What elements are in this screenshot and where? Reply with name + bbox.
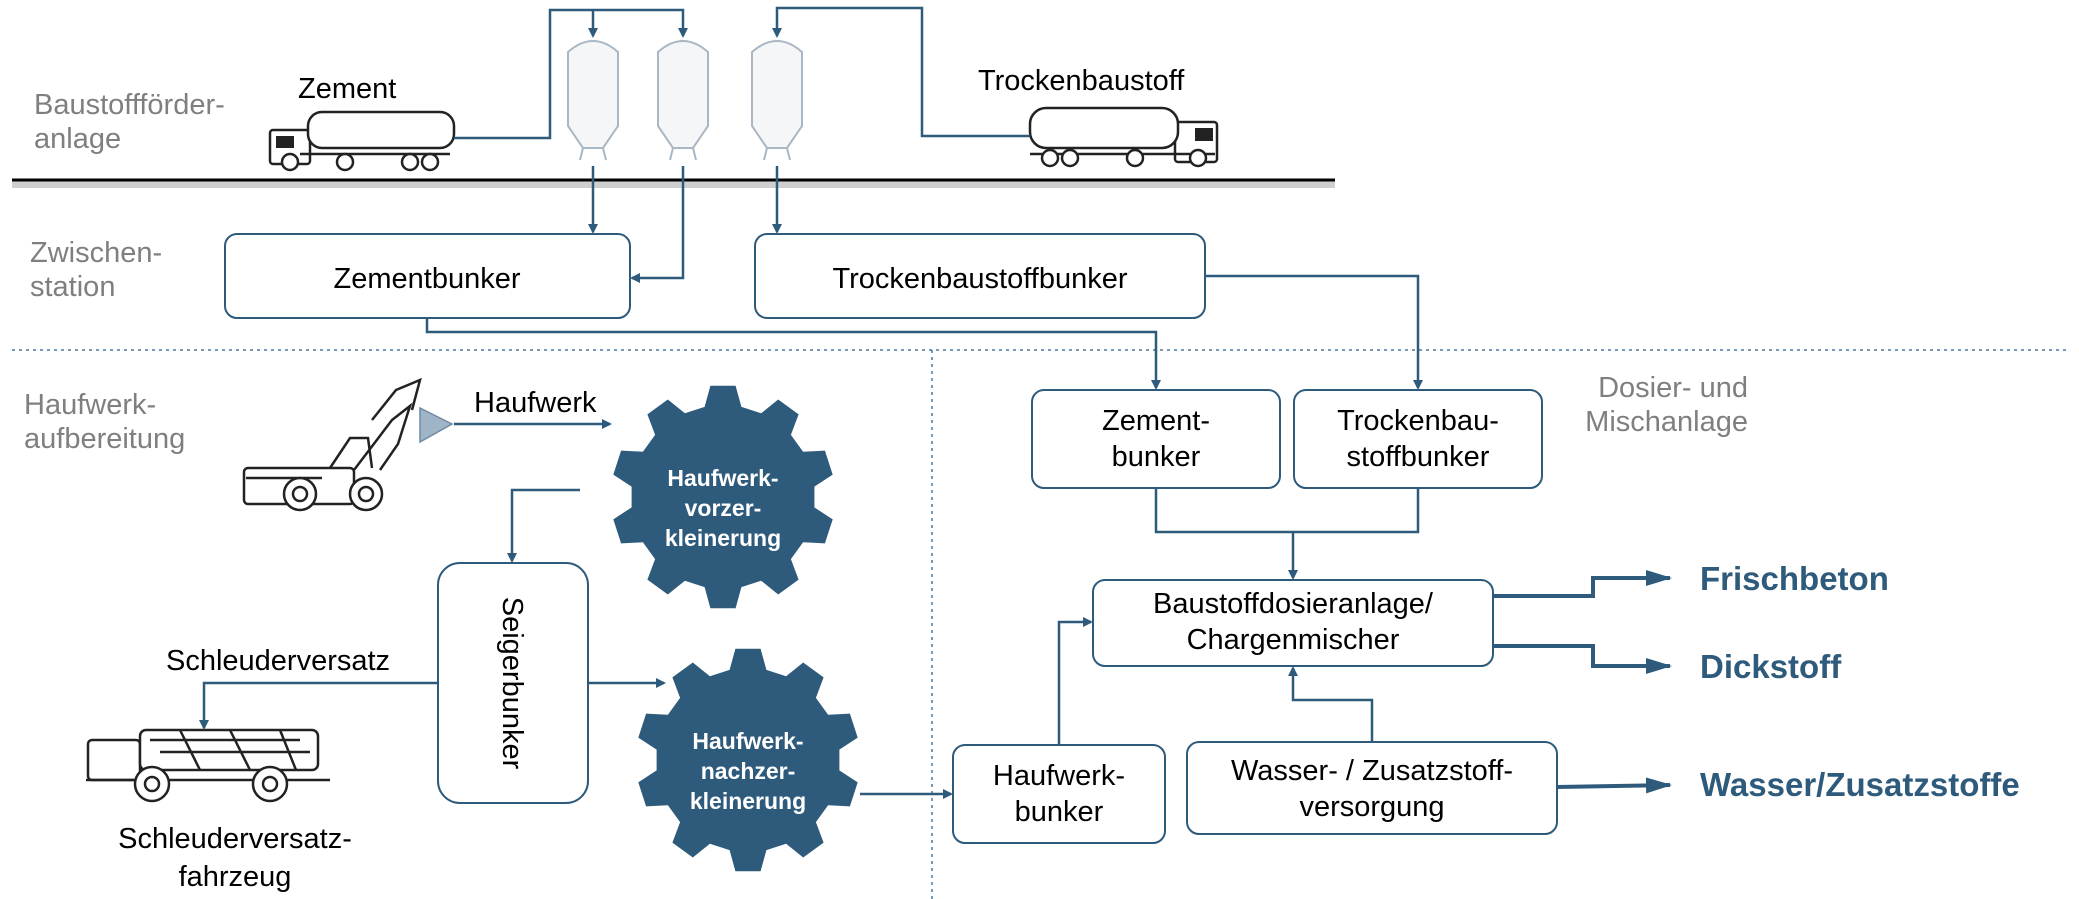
flow-output-wasser-zusatzstoffe xyxy=(1556,777,1672,794)
flow-bunkers-join xyxy=(1154,488,1420,534)
label-trockenbaustoff: Trockenbaustoff xyxy=(978,65,1185,97)
box-haufwerkbunker-label: Haufwerk-bunker xyxy=(993,760,1125,828)
flow-output-frischbeton xyxy=(1493,570,1672,598)
silo-2 xyxy=(657,40,709,161)
section-label-foerderanlage: Baustoffförder-anlage xyxy=(34,89,225,155)
flow-cement-to-silo-2 xyxy=(454,8,688,140)
flow-output-dickstoff xyxy=(1493,644,1672,674)
box-seigerbunker-label: Seigerbunker xyxy=(496,597,528,770)
box-zementbunker-top: Zementbunker xyxy=(224,233,631,319)
box-trockenbaustoffbunker-top: Trockenbaustoffbunker xyxy=(754,233,1206,319)
flow-wasser-to-dosieranlage xyxy=(1288,666,1374,742)
flow-zementbunker-to-zement-bunker xyxy=(425,318,1161,390)
gear-nachzerkleinerung: Haufwerk-nachzer-kleinerung xyxy=(638,648,858,872)
gear-nachzerkleinerung-label: Haufwerk-nachzer-kleinerung xyxy=(690,728,806,814)
flow-trockenbaustoff-to-silo-3 xyxy=(772,6,1030,138)
box-wasser-versorgung-label: Wasser- / Zusatzstoff-versorgung xyxy=(1231,755,1513,823)
silo-3 xyxy=(751,40,803,161)
box-zementbunker: Zement-bunker xyxy=(1031,389,1281,489)
flow-lines xyxy=(199,6,1672,799)
haufwerk-pointer-icon xyxy=(419,406,454,444)
cement-truck-icon xyxy=(268,110,456,172)
trockenbaustoff-truck-icon xyxy=(1028,106,1219,168)
section-label-haufwerkaufbereitung: Haufwerk-aufbereitung xyxy=(24,389,185,455)
flow-vorzerkleinerung-to-seigerbunker xyxy=(507,488,580,563)
box-zementbunker-top-label: Zementbunker xyxy=(334,263,521,295)
label-zement: Zement xyxy=(298,73,396,105)
output-dickstoff: Dickstoff xyxy=(1700,648,1842,685)
flow-silo-2-to-zementbunker xyxy=(630,166,685,283)
box-dosieranlage-label: Baustoffdosieranlage/Chargenmischer xyxy=(1153,588,1434,656)
gear-vorzerkleinerung-shape xyxy=(613,385,833,609)
section-label-zwischenstation: Zwischen-station xyxy=(30,237,162,303)
gear-vorzerkleinerung-label: Haufwerk-vorzer-kleinerung xyxy=(665,465,781,551)
flow-seigerbunker-to-schleuderversatz xyxy=(199,681,438,730)
flow-trockenbaustoffbunker-to-bunker xyxy=(1205,274,1423,390)
box-zementbunker-label: Zement-bunker xyxy=(1102,405,1210,473)
label-schleuderversatz: Schleuderversatz xyxy=(166,645,390,677)
schleuderversatz-vehicle-icon xyxy=(86,728,330,803)
box-seigerbunker: Seigerbunker xyxy=(437,562,589,804)
box-haufwerkbunker: Haufwerk-bunker xyxy=(952,744,1166,844)
box-trockenbaustoffbunker-label: Trockenbau-stoffbunker xyxy=(1337,405,1499,473)
gear-vorzerkleinerung: Haufwerk-vorzer-kleinerung xyxy=(613,385,833,609)
label-schleuderversatz-fahrzeug: Schleuderversatz-fahrzeug xyxy=(118,823,352,893)
output-wasser-zusatzstoffe: Wasser/Zusatzstoffe xyxy=(1700,766,2020,803)
silo-1 xyxy=(567,40,619,161)
loader-vehicle-icon xyxy=(242,377,422,512)
box-trockenbaustoffbunker: Trockenbau-stoffbunker xyxy=(1293,389,1543,489)
box-trockenbaustoffbunker-top-label: Trockenbaustoffbunker xyxy=(832,263,1127,295)
gear-nachzerkleinerung-shape xyxy=(638,648,858,872)
flow-haufwerkbunker-to-dosieranlage xyxy=(1057,617,1093,745)
output-frischbeton: Frischbeton xyxy=(1700,560,1889,597)
box-wasser-versorgung: Wasser- / Zusatzstoff-versorgung xyxy=(1186,741,1558,835)
label-haufwerk: Haufwerk xyxy=(474,387,597,419)
box-dosieranlage: Baustoffdosieranlage/Chargenmischer xyxy=(1092,579,1494,667)
